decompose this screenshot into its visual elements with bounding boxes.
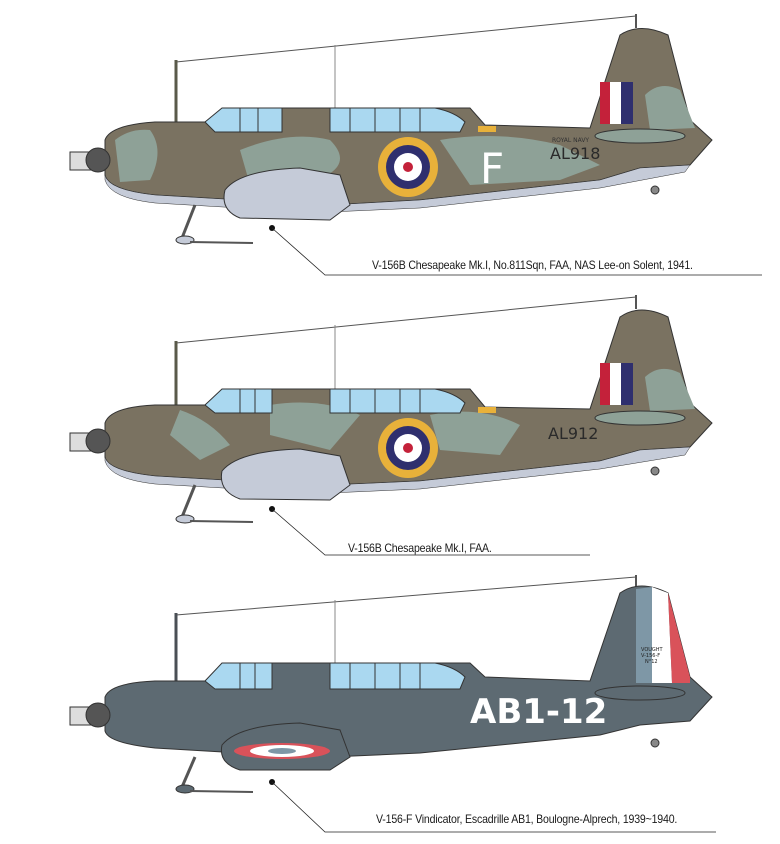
rudder-text-line-1: VOUGHT xyxy=(641,647,664,653)
serial-number: AL912 xyxy=(548,424,598,443)
rudder-text-line-2: V-156-F xyxy=(641,653,660,659)
profile-vindicator-ab1-12: VOUGHT V-156-F N°12 AB1-12 V-156-F Vindi… xyxy=(0,565,780,844)
aircraft-illustration: F ROYAL NAVY AL918 xyxy=(69,14,762,276)
code-letter: F xyxy=(480,144,504,193)
aircraft-illustration: VOUGHT V-156-F N°12 AB1-12 xyxy=(69,575,716,833)
aircraft-code: AB1-12 xyxy=(470,692,607,732)
aircraft-illustration: AL912 xyxy=(69,295,713,556)
serial-prefix: ROYAL NAVY xyxy=(552,137,589,144)
rudder-text-line-3: N°12 xyxy=(645,659,658,665)
profile-caption: V-156B Chesapeake Mk.I, FAA. xyxy=(348,541,492,555)
profile-chesapeake-al918: F ROYAL NAVY AL918 V-156B Chesapeake Mk.… xyxy=(0,0,780,285)
serial-number: AL918 xyxy=(550,144,600,163)
profile-chesapeake-al912: AL912 V-156B Chesapeake Mk.I, FAA. xyxy=(0,285,780,565)
profile-caption: V-156-F Vindicator, Escadrille AB1, Boul… xyxy=(376,812,678,826)
profile-caption: V-156B Chesapeake Mk.I, No.811Sqn, FAA, … xyxy=(372,258,693,272)
